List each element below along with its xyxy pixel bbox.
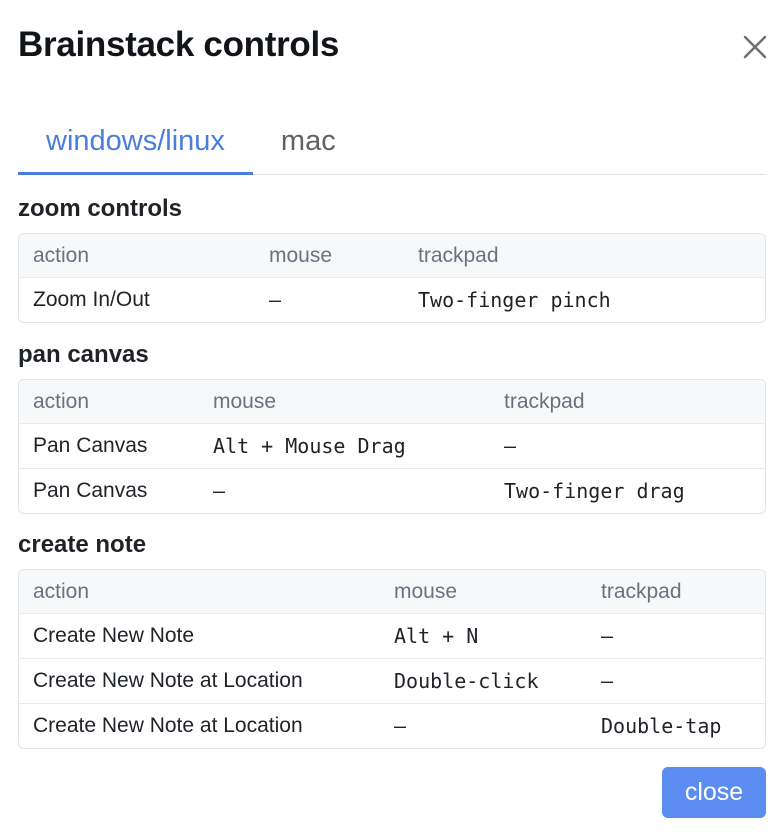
- column-header-action: action: [19, 570, 380, 614]
- mouse-cell: Alt + N: [380, 613, 587, 659]
- mouse-cell: –: [255, 277, 404, 322]
- action-cell: Pan Canvas: [19, 423, 199, 469]
- table-header-row: action mouse trackpad: [19, 234, 765, 278]
- zoom-controls-table: action mouse trackpad Zoom In/Out – Two-…: [18, 233, 766, 323]
- column-header-trackpad: trackpad: [404, 234, 765, 278]
- trackpad-cell: –: [587, 613, 765, 659]
- column-header-mouse: mouse: [380, 570, 587, 614]
- trackpad-cell: Two-finger pinch: [404, 277, 765, 322]
- close-button[interactable]: close: [662, 767, 766, 818]
- action-cell: Create New Note at Location: [19, 658, 380, 704]
- column-header-mouse: mouse: [255, 234, 404, 278]
- section-title-zoom: zoom controls: [18, 195, 183, 222]
- trackpad-cell: Double-tap: [587, 703, 765, 748]
- column-header-action: action: [19, 380, 199, 424]
- action-cell: Pan Canvas: [19, 468, 199, 513]
- table-header-row: action mouse trackpad: [19, 380, 765, 424]
- action-cell: Zoom In/Out: [19, 277, 255, 322]
- table-header-row: action mouse trackpad: [19, 570, 765, 614]
- create-note-table: action mouse trackpad Create New Note Al…: [18, 569, 766, 749]
- section-title-create: create note: [18, 531, 147, 558]
- mouse-cell: Double-click: [380, 658, 587, 704]
- table-row: Create New Note Alt + N –: [19, 613, 765, 659]
- column-header-trackpad: trackpad: [587, 570, 765, 614]
- os-tabs: windows/linux mac: [18, 110, 766, 175]
- mouse-cell: –: [199, 468, 490, 513]
- table-row: Zoom In/Out – Two-finger pinch: [19, 277, 765, 322]
- tab-windows-linux[interactable]: windows/linux: [18, 110, 253, 175]
- column-header-mouse: mouse: [199, 380, 490, 424]
- action-cell: Create New Note: [19, 613, 380, 659]
- section-title-pan: pan canvas: [18, 341, 149, 368]
- mouse-cell: –: [380, 703, 587, 748]
- modal-title: Brainstack controls: [18, 25, 340, 64]
- column-header-action: action: [19, 234, 255, 278]
- table-row: Pan Canvas Alt + Mouse Drag –: [19, 423, 765, 469]
- trackpad-cell: Two-finger drag: [490, 468, 765, 513]
- tab-mac[interactable]: mac: [280, 125, 336, 157]
- table-row: Pan Canvas – Two-finger drag: [19, 468, 765, 513]
- table-row: Create New Note at Location Double-click…: [19, 658, 765, 704]
- pan-canvas-table: action mouse trackpad Pan Canvas Alt + M…: [18, 379, 766, 514]
- table-row: Create New Note at Location – Double-tap: [19, 703, 765, 748]
- trackpad-cell: –: [587, 658, 765, 704]
- mouse-cell: Alt + Mouse Drag: [199, 423, 490, 469]
- action-cell: Create New Note at Location: [19, 703, 380, 748]
- column-header-trackpad: trackpad: [490, 380, 765, 424]
- close-icon[interactable]: [738, 30, 772, 64]
- trackpad-cell: –: [490, 423, 765, 469]
